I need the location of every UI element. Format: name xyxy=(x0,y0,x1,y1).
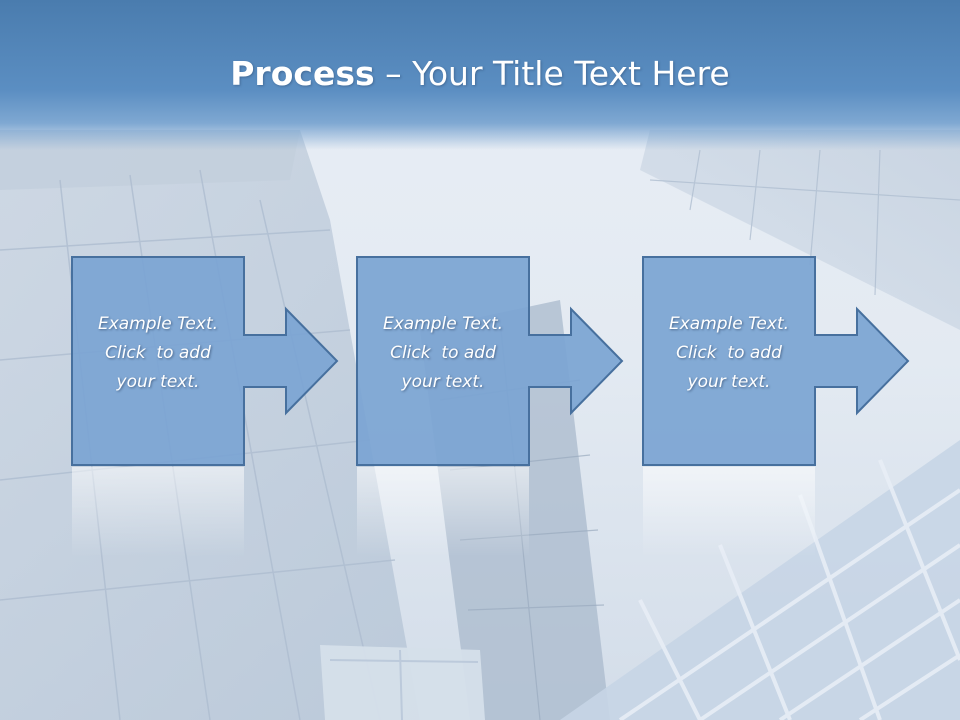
step-1-line-3: your text. xyxy=(116,372,200,392)
step-3-line-1: Example Text. xyxy=(668,314,790,334)
step-2-line-3: your text. xyxy=(401,372,485,392)
step-2-line-1: Example Text. xyxy=(382,314,504,334)
title-band xyxy=(0,0,960,150)
step-3-line-2: Click to add xyxy=(676,343,782,363)
step-1-reflection xyxy=(72,467,244,557)
step-1-text[interactable]: Example Text. Click to add your text. xyxy=(72,310,244,397)
step-1-arrow-box[interactable] xyxy=(71,256,339,466)
slide-title[interactable]: Process – Your Title Text Here xyxy=(0,52,960,96)
step-3-text[interactable]: Example Text. Click to add your text. xyxy=(643,310,815,397)
step-2-text[interactable]: Example Text. Click to add your text. xyxy=(357,310,529,397)
step-3-reflection xyxy=(643,467,815,557)
title-rest-text: – Your Title Text Here xyxy=(374,54,730,93)
title-bold-text: Process xyxy=(230,54,375,93)
step-2-reflection xyxy=(357,467,529,557)
step-3-arrow-box[interactable] xyxy=(642,256,910,466)
step-1-line-1: Example Text. xyxy=(97,314,219,334)
step-2-line-2: Click to add xyxy=(390,343,496,363)
step-2-arrow-box[interactable] xyxy=(356,256,624,466)
step-3-line-3: your text. xyxy=(687,372,771,392)
step-1-line-2: Click to add xyxy=(105,343,211,363)
